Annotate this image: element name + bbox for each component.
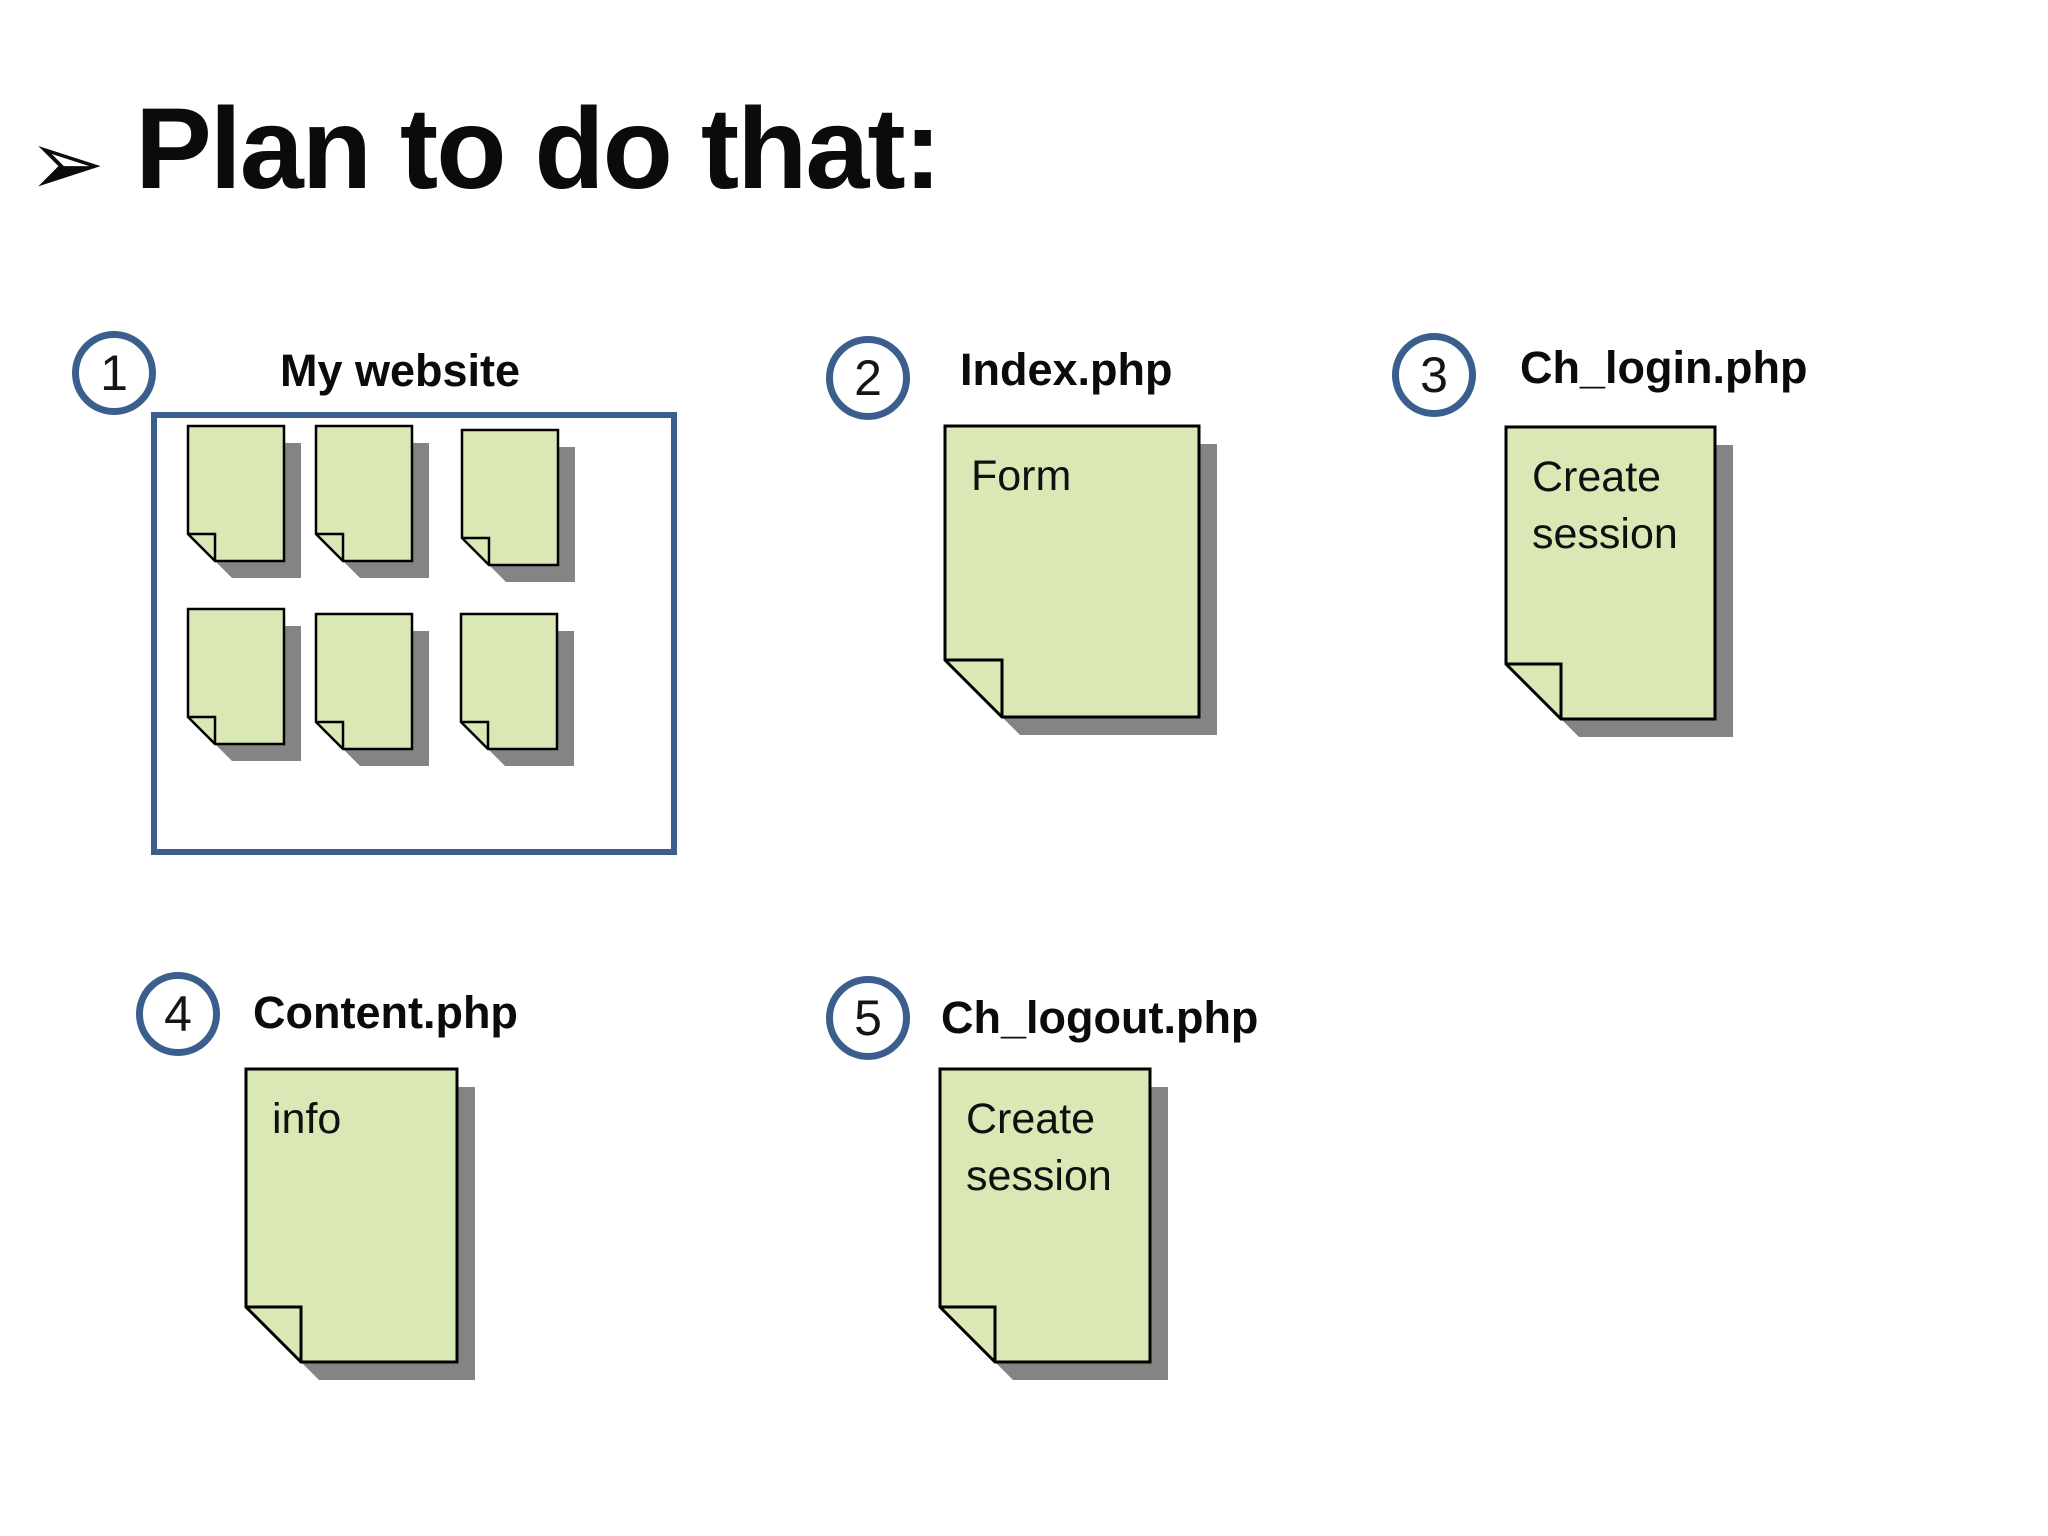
page-shape (314, 612, 429, 766)
page-icon (186, 607, 303, 763)
document-text: Create session (1532, 453, 1678, 558)
step-number-4: 4 (164, 986, 192, 1042)
page-icon (314, 424, 431, 580)
document-text: Create session (966, 1095, 1112, 1200)
document-text: Form (971, 452, 1072, 500)
document-index-php: Form (943, 424, 1221, 739)
page-icon (459, 612, 576, 768)
page-shape (314, 424, 429, 578)
step-label-my-website: My website (280, 345, 521, 396)
step-number-5: 5 (854, 990, 882, 1046)
document-ch-login-php: Create session (1504, 425, 1737, 741)
document-ch-logout-php: Create session (938, 1067, 1172, 1384)
page-shape (460, 428, 575, 582)
page-icon (314, 612, 431, 768)
document-shape (938, 1067, 1168, 1380)
step-badge-2: 2 (826, 336, 910, 420)
step-number-2: 2 (854, 350, 882, 406)
step-badge-5: 5 (826, 976, 910, 1060)
document-content-php: info (244, 1067, 479, 1384)
page-icon (460, 428, 577, 584)
document-shape (244, 1067, 475, 1380)
step-badge-3: 3 (1392, 333, 1476, 417)
page-icon (186, 424, 303, 580)
arrow-bullet-icon: ➢ (28, 113, 106, 215)
step-badge-1: 1 (72, 331, 156, 415)
page-shape (459, 612, 574, 766)
step-badge-4: 4 (136, 972, 220, 1056)
step-label-ch-logout-php: Ch_logout.php (941, 992, 1259, 1043)
page-title: Plan to do that: (135, 85, 942, 213)
step-number-1: 1 (100, 345, 128, 401)
step-number-3: 3 (1420, 347, 1448, 403)
step-label-content-php: Content.php (253, 987, 518, 1038)
document-text: info (272, 1095, 342, 1143)
page-shape (186, 607, 301, 761)
title-row: ➢ Plan to do that: (28, 85, 942, 215)
document-shape (943, 424, 1217, 735)
document-shape (1504, 425, 1733, 737)
step-label-ch-login-php: Ch_login.php (1520, 342, 1808, 393)
page-shape (186, 424, 301, 578)
step-label-index-php: Index.php (960, 344, 1173, 395)
